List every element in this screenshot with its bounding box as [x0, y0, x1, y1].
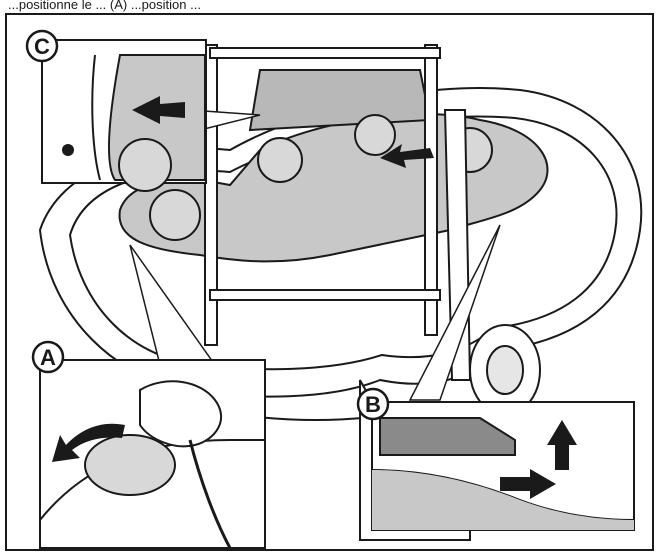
leader-lines — [129, 109, 501, 401]
inset-c-pulley — [118, 138, 172, 192]
callout-b-badge — [356, 387, 390, 421]
frame-top-bar — [209, 47, 441, 59]
arrow-shape — [380, 144, 434, 168]
callout-a-label: A — [40, 345, 56, 370]
belt-cover-top-housing — [248, 69, 432, 132]
inset-a-hand — [139, 380, 222, 448]
inset-b-lower-fill — [372, 470, 634, 530]
pulley-center-right — [354, 114, 396, 156]
callout-a-badge — [31, 340, 65, 374]
callout-b-label: B — [365, 392, 381, 417]
inset-b-panel — [379, 417, 516, 456]
belt-cover — [118, 69, 549, 263]
inset-a-pulley — [84, 434, 176, 496]
inset-a-cord — [188, 439, 232, 549]
pulley-center-left — [257, 137, 303, 183]
frame-post-center — [424, 44, 438, 336]
inset-a-arrow — [52, 423, 125, 462]
pulley-left — [149, 189, 201, 241]
inset-c: C — [25, 29, 207, 192]
callout-c-label: C — [34, 34, 50, 59]
inset-b-arrow-right — [500, 469, 556, 499]
caption-fragment: ...positionne le ... (A) ...position ... — [8, 0, 201, 12]
inset-b-arrow-up — [547, 420, 577, 470]
leader-b — [408, 224, 501, 401]
main-pull-arrow — [380, 144, 434, 168]
wheel-hub — [486, 345, 524, 395]
inset-c-bolt — [62, 144, 74, 156]
inset-b: B — [356, 387, 635, 531]
callout-c-badge — [25, 29, 59, 63]
inset-a: A — [31, 340, 266, 549]
inset-c-edge — [91, 54, 101, 181]
inset-c-arrow — [132, 96, 185, 124]
frame-bottom-bar — [209, 289, 441, 301]
